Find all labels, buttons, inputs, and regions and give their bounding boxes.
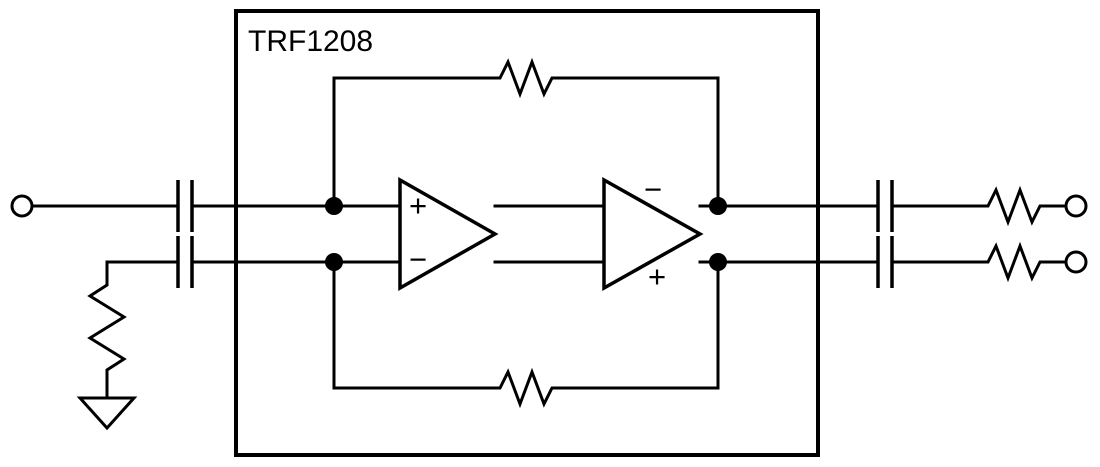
chip-label: TRF1208 <box>248 25 373 58</box>
inverting-input-node <box>325 197 343 215</box>
top-output-resistor <box>980 185 1050 227</box>
output-stage-amplifier <box>602 177 704 291</box>
top-feedback-resistor <box>490 57 564 99</box>
top-feedback-wire-right <box>562 76 720 208</box>
input-stage-amplifier <box>398 176 499 292</box>
chip-boundary-box <box>234 9 820 457</box>
bottom-output-terminal[interactable] <box>1064 250 1088 274</box>
input-terminal[interactable] <box>10 194 34 218</box>
top-output-node <box>709 197 727 215</box>
input-stage-amplifier-plus-label: + <box>409 188 427 223</box>
ground-symbol <box>76 396 138 431</box>
bottom-feedback-resistor <box>490 367 564 409</box>
bottom-feedback-wire-right <box>562 260 720 390</box>
bottom-feedback-wire-left <box>332 260 492 390</box>
top-feedback-wire-left <box>332 76 492 208</box>
output-stage-amplifier-minus-label: − <box>644 172 662 207</box>
bottom-output-node <box>709 253 727 271</box>
bottom-output-resistor <box>980 241 1050 283</box>
output-stage-amplifier-plus-label: + <box>648 259 666 294</box>
top-output-terminal[interactable] <box>1064 194 1088 218</box>
input-shunt-resistor <box>87 278 127 398</box>
noninverting-input-node <box>325 253 343 271</box>
input-stage-amplifier-minus-label: − <box>409 242 427 277</box>
